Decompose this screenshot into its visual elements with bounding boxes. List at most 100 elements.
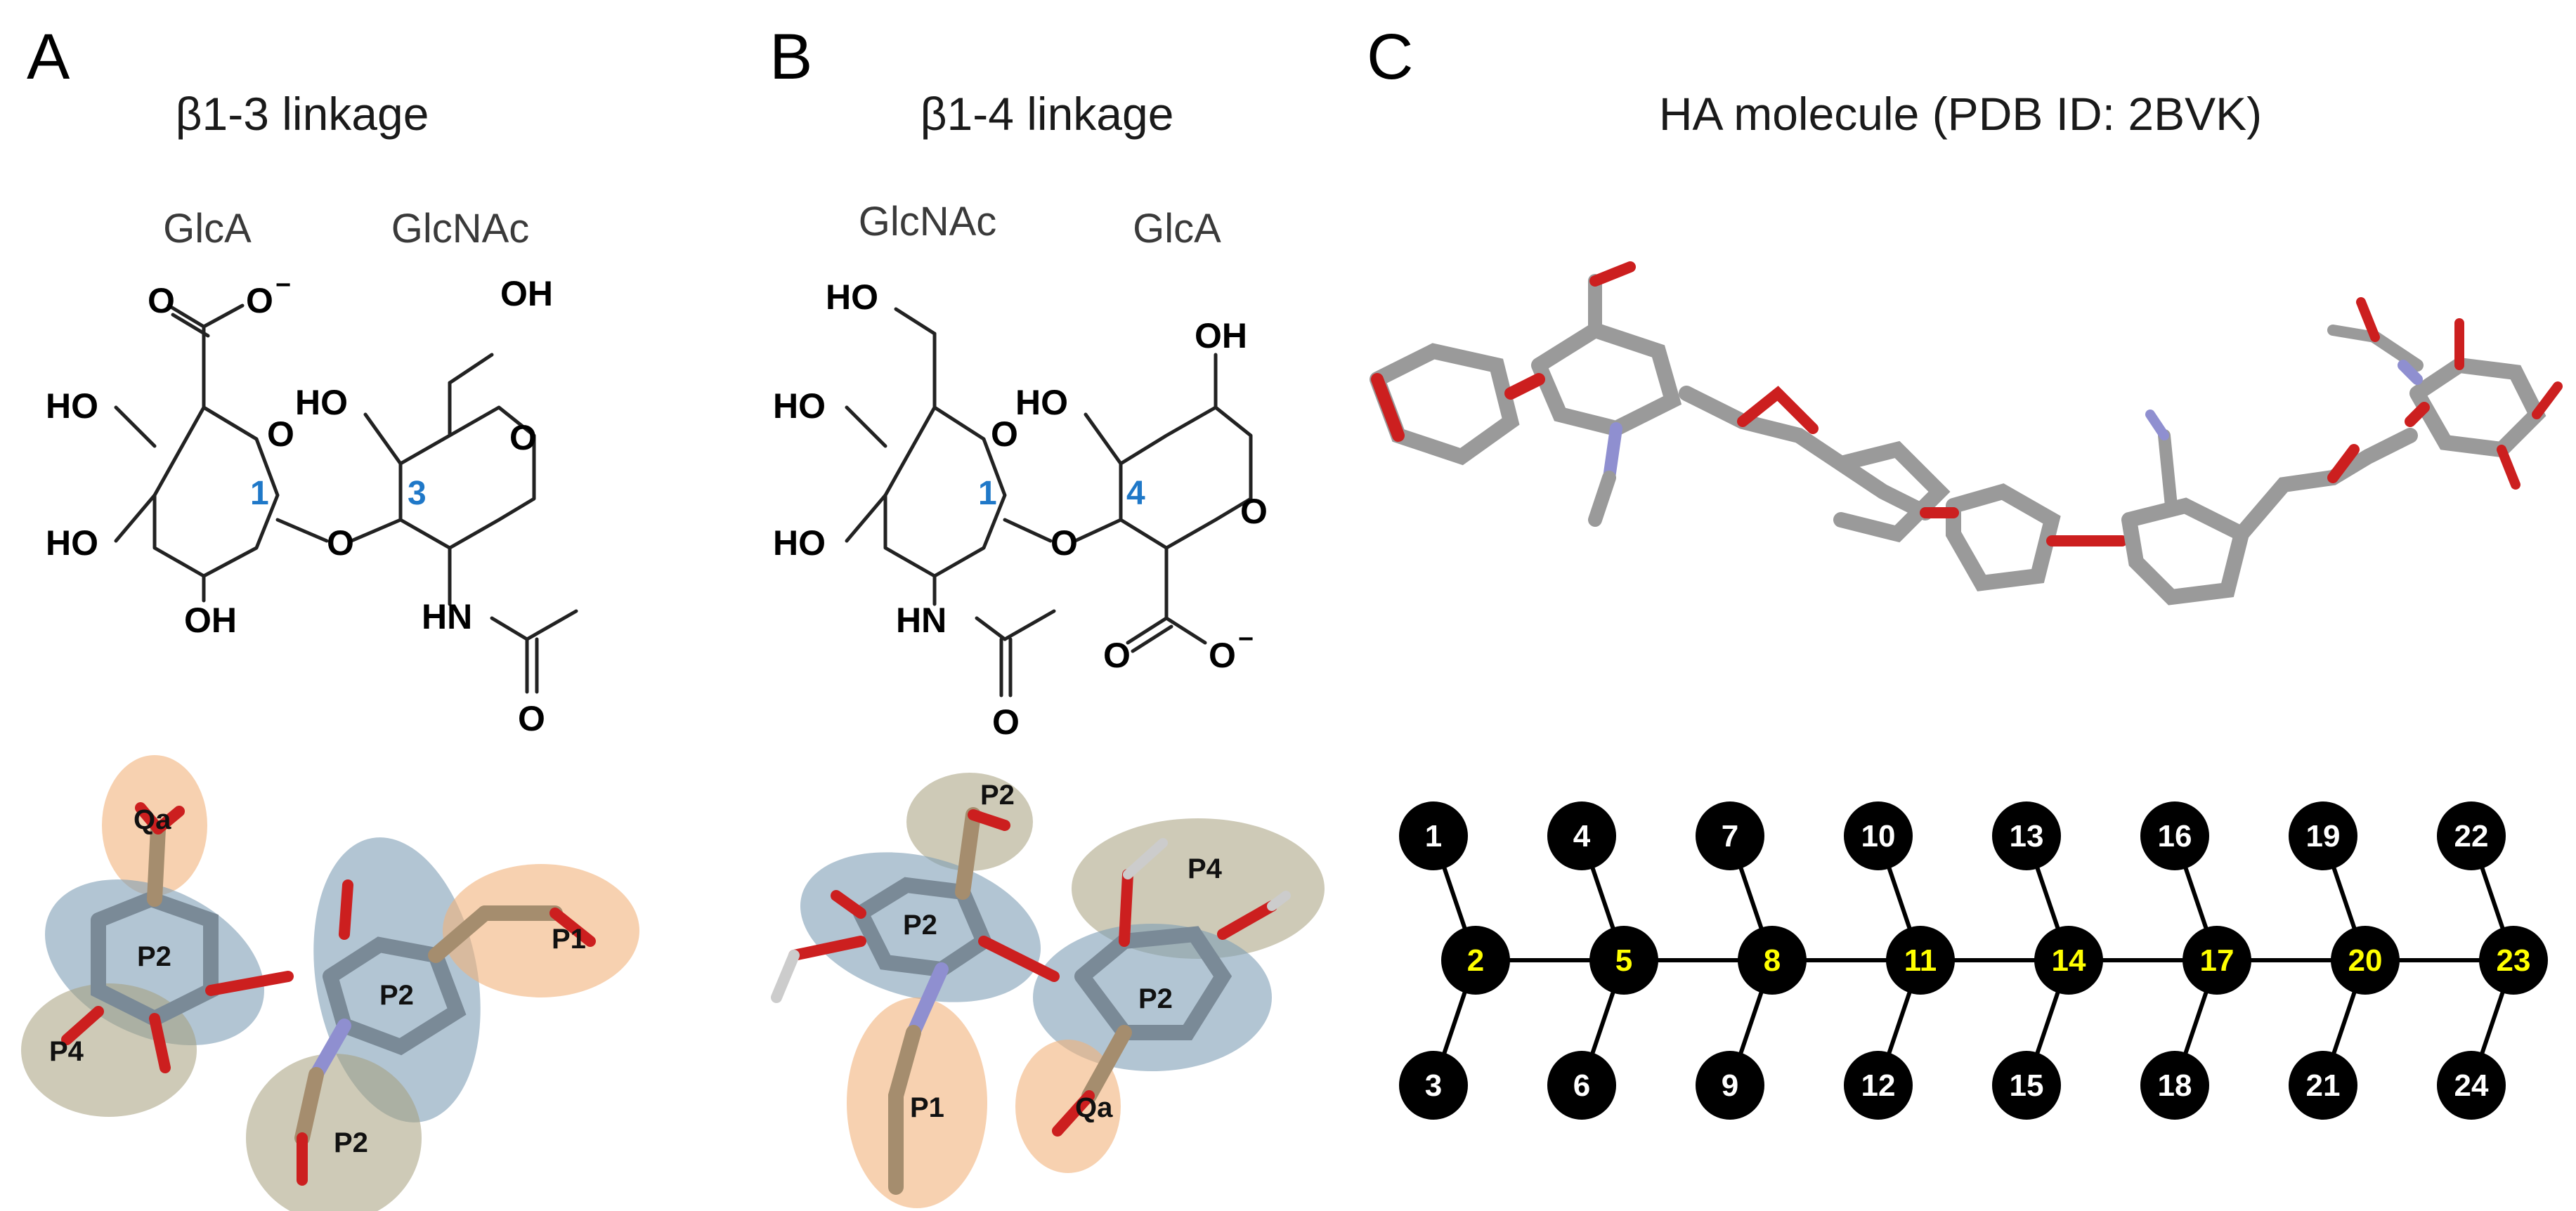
cg-node-16-label: 16 (2158, 819, 2192, 853)
cg-node-2-circle (1441, 926, 1510, 995)
panel-a-glcnac-ring (398, 405, 536, 550)
panel-a-bead-p2-bottom-label: P2 (334, 1127, 368, 1158)
panel-b-glca-ring (1119, 405, 1253, 550)
panel-a-hn: HN (422, 597, 472, 636)
panel-a-oh-bottom: OH (184, 601, 237, 640)
panel-a-bead-model: Qa P2 P4 P2 P1 P2 (21, 755, 639, 1211)
cg-node-12-label: 12 (1861, 1068, 1896, 1103)
panel-a-amide-o: O (518, 699, 545, 738)
cg-node-10: 10 (1844, 801, 1913, 870)
panel-b-title: β1-4 linkage (921, 88, 1174, 140)
panel-b-bead-qa-label: Qa (1075, 1092, 1113, 1123)
panel-a-charge: − (275, 270, 291, 300)
panel-c: C HA molecule (PDB ID: 2BVK) (1367, 21, 2563, 1120)
panel-a-right-sugar-name: GlcNAc (391, 206, 530, 251)
panel-a-bead-p4-label: P4 (49, 1036, 84, 1067)
cg-node-7-label: 7 (1722, 819, 1738, 853)
panel-a-bead-p1 (443, 864, 639, 997)
panel-b-ho-1: HO (773, 386, 826, 426)
cg-node-6-circle (1547, 1051, 1616, 1120)
panel-b-locant-1: 1 (978, 475, 997, 512)
cg-node-23: 23 (2479, 926, 2548, 995)
panel-a-bead-qa-label: Qa (134, 804, 171, 835)
panel-b-amide-o: O (992, 702, 1020, 742)
cg-node-1-circle (1399, 801, 1468, 870)
cg-node-7-circle (1696, 801, 1764, 870)
panel-a-glycosidic-o: O (327, 523, 354, 563)
panel-a-bead-p2-bottom (246, 1054, 422, 1211)
cg-node-3-label: 3 (1425, 1068, 1442, 1103)
panel-b-structure (845, 307, 1253, 698)
cg-node-20-label: 20 (2348, 943, 2383, 978)
panel-a-ho-2: HO (46, 523, 98, 563)
cg-node-20: 20 (2331, 926, 2400, 995)
panel-b-hn: HN (896, 601, 947, 640)
cg-node-4-circle (1547, 801, 1616, 870)
cg-node-22-circle (2437, 801, 2506, 870)
cg-node-13-circle (1992, 801, 2061, 870)
cg-node-4-label: 4 (1573, 819, 1591, 853)
panel-a-carboxylate-o: O (246, 281, 273, 320)
cg-node-6-label: 6 (1573, 1068, 1590, 1103)
cg-node-22: 22 (2437, 801, 2506, 870)
cg-node-17-label: 17 (2200, 943, 2235, 978)
panel-b-bead-p2-left (800, 852, 1041, 1002)
panel-c-letter: C (1367, 21, 1413, 93)
cg-node-5-circle (1589, 926, 1658, 995)
panel-a-bead-p2-center-label: P2 (379, 980, 414, 1011)
cg-node-23-label: 23 (2497, 943, 2531, 978)
cg-node-23-circle (2479, 926, 2548, 995)
panel-b-letter: B (769, 21, 812, 93)
panel-c-ha-molecule (1370, 261, 2563, 606)
cg-node-8-circle (1738, 926, 1807, 995)
panel-a-carbonyl-o: O (148, 281, 175, 320)
panel-a-left-sugar-name: GlcA (163, 206, 252, 251)
panel-b: B β1-4 linkage GlcNAc GlcA (769, 21, 1325, 1208)
cg-node-7: 7 (1696, 801, 1764, 870)
panel-b-ring-o-right: O (1240, 492, 1268, 531)
panel-c-title: HA molecule (PDB ID: 2BVK) (1659, 88, 2262, 140)
panel-a-locant-1: 1 (250, 475, 269, 512)
cg-node-18-circle (2140, 1051, 2209, 1120)
cg-node-16: 16 (2140, 801, 2209, 870)
cg-node-24-circle (2437, 1051, 2506, 1120)
panel-a-locant-3: 3 (408, 475, 427, 512)
cg-node-1: 1 (1399, 801, 1468, 870)
cg-node-2: 2 (1441, 926, 1510, 995)
cg-node-12-circle (1844, 1051, 1913, 1120)
cg-node-16-circle (2140, 801, 2209, 870)
cg-node-13: 13 (1992, 801, 2061, 870)
panel-b-ring-o-left: O (991, 414, 1018, 454)
cg-node-10-circle (1844, 801, 1913, 870)
cg-node-6: 6 (1547, 1051, 1616, 1120)
cg-node-21-circle (2289, 1051, 2357, 1120)
panel-b-glycosidic-o: O (1050, 523, 1078, 563)
cg-node-13-label: 13 (2010, 819, 2044, 853)
panel-b-ho-2: HO (773, 523, 826, 563)
cg-node-10-label: 10 (1861, 819, 1896, 853)
panel-a-oh-top: OH (500, 274, 553, 313)
panel-b-bead-model: P2 P2 P4 P2 P1 Qa (771, 773, 1325, 1208)
panel-b-ho-top: HO (826, 277, 878, 317)
panel-b-charge: − (1238, 624, 1254, 654)
panel-a-title: β1-3 linkage (176, 88, 429, 140)
cg-node-9: 9 (1696, 1051, 1764, 1120)
panel-a-bead-p2-center (313, 837, 481, 1122)
cg-node-14: 14 (2034, 926, 2103, 995)
panel-a-structure (114, 303, 578, 694)
cg-node-3-circle (1399, 1051, 1468, 1120)
cg-node-22-label: 22 (2454, 819, 2489, 853)
panel-b-oh-top: OH (1195, 316, 1247, 355)
panel-b-bead-p2-right-label: P2 (1138, 983, 1173, 1014)
cg-node-18-label: 18 (2158, 1068, 2192, 1103)
cg-node-14-circle (2034, 926, 2103, 995)
cg-node-9-circle (1696, 1051, 1764, 1120)
panel-a-bead-p2-left-label: P2 (137, 941, 171, 972)
panel-b-bead-p2-left-label: P2 (903, 910, 937, 941)
cg-node-24: 24 (2437, 1051, 2506, 1120)
cg-node-21-label: 21 (2306, 1068, 2341, 1103)
panel-b-carboxylate-o: O (1209, 636, 1236, 675)
panel-b-left-sugar-name: GlcNAc (859, 199, 997, 244)
cg-node-20-circle (2331, 926, 2400, 995)
